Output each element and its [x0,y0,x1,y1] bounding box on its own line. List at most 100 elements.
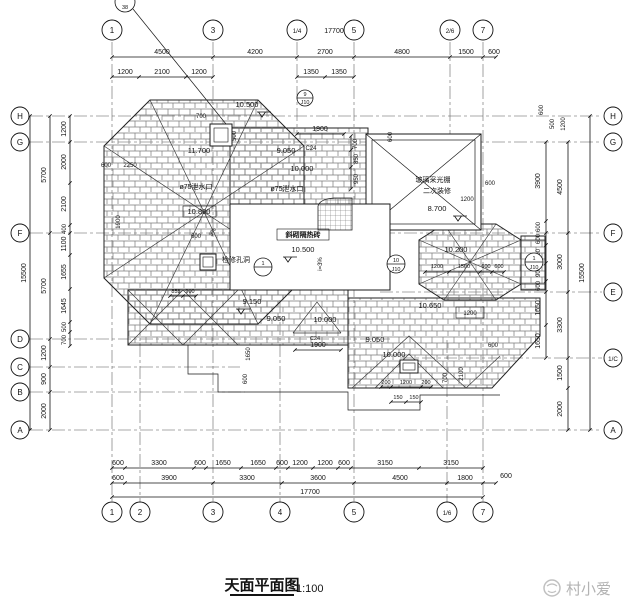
detail-bubble-label: 38 [122,5,128,11]
access-hatch-box [199,253,217,271]
note-label: ø75泄水口 [270,184,303,193]
dim-label: 4200 [247,49,263,56]
grid-bubble: G [10,132,30,152]
dim-label: 1200 [317,460,333,467]
dimension-lines [28,55,592,499]
grid-bubble-label: F [611,229,616,238]
dim-label: 3300 [557,317,564,333]
grid-bubble: 1/6 [436,501,458,523]
dim-label: 1900 [312,126,328,133]
note-label: C24 [310,336,320,342]
chimney [209,123,233,147]
dim-label: 500 [232,130,238,141]
grid-bubble: C [10,357,30,377]
level-label: 10.000 [383,350,406,359]
grid-bubble-label: D [17,335,23,344]
caption-scale: 1:100 [296,583,324,595]
dim-label: 600 [101,163,112,169]
grid-bubble: 4 [269,501,291,523]
dim-label: 1800 [457,475,473,482]
dim-label: 1500 [458,264,470,270]
grid-bubble: 1/C [603,348,623,368]
grid-bubble: E [603,282,623,302]
detail-bubble-9-j10: 9 J10 [296,89,314,107]
dim-label: 4500 [557,179,564,195]
vent-box [399,359,419,374]
grid-bubble-label: C [17,363,23,372]
dim-label: 600 [536,280,542,291]
dim-label: 900 [536,266,542,277]
grid-bubble-label: E [610,288,615,297]
detail-bubble-label: J10 [530,265,539,271]
dim-label: 900 [41,373,48,385]
dim-label: 1200 [460,197,474,203]
grid-bubble: B [10,382,30,402]
detail-bubble-label: J10 [301,100,310,106]
detail-bubble-label: 1 [261,261,264,267]
dim-label: 500 [62,321,68,332]
dim-label: 950 [354,173,360,184]
level-label: 9.050 [267,314,286,323]
dim-label: 150 [409,395,418,401]
dim-label: 600 [485,181,496,187]
dim-label: 600 [500,473,512,480]
dim-label: 600 [191,234,202,240]
dim-label: 600 [276,460,288,467]
dim-label: 900 [536,248,542,259]
dim-label: 600 [388,131,394,142]
ridge-lines [103,99,545,389]
dim-label: 600 [243,373,249,384]
grid-bubbles-top: 1 3 1/4 5 2/6 7 [101,19,494,41]
top-dimensions: 4500 4200 2700 4800 1500 600 1200 2100 1… [117,28,500,76]
grid-bubble-label: 1/C [608,356,618,363]
dim-label: 600 [488,49,500,56]
level-label: 11.700 [188,146,210,155]
note-label: 检修孔洞 [222,255,250,264]
dim-label: 5700 [41,278,48,294]
interior-labels: 10.500 700 500 11.700 9.050 C24 10.000 1… [101,100,504,401]
detail-bubble-10-j10: 10 J10 [386,254,406,274]
dim-label: 1645 [61,298,68,314]
grid-bubble: 7 [472,19,494,41]
dim-label: 2000 [41,403,48,419]
detail-bubble-label: 1 [532,256,535,262]
grid-bubble-label: 3 [211,508,216,517]
dim-label: 3150 [443,460,459,467]
detail-bubble-label: 10 [393,258,399,264]
level-label: 9.050 [366,335,385,344]
dim-label: 600 [481,264,490,270]
dim-label: 400 [62,223,68,234]
dim-label: 1900 [116,215,122,229]
dim-label: 600 [488,343,499,349]
grid-bubble: 5 [343,19,365,41]
dim-label: 600 [539,104,545,115]
grid-bubble-label: A [610,426,616,435]
dim-label: 1350 [303,69,319,76]
grid-bubble-label: G [610,138,616,147]
grid-bubble: H [10,106,30,126]
note-label: 斜砌隔热砖 [285,230,321,239]
level-label: 10.650 [419,301,442,310]
grid-bubble-label: B [17,388,22,397]
caption-underline [230,594,294,596]
dim-label: 700 [353,138,359,149]
grid-bubble: A [10,420,30,440]
grid-bubble: F [10,223,30,243]
detail-bubble-1-j10: 1 J10 [524,252,544,272]
grid-bubble-label: 1/6 [443,510,452,517]
grid-bubble: 1/4 [286,19,308,41]
level-label: 9.150 [243,297,262,306]
grid-bubble-label: F [18,229,23,238]
dim-label: 1100 [61,236,68,251]
dim-label: 1655 [61,264,68,280]
level-label: 9.050 [277,146,296,155]
dim-label: 1500 [557,365,564,381]
dim-label: 700 [443,372,449,383]
grid-bubble-label: H [17,112,23,121]
grid-bubble-label: H [610,112,616,121]
grid-bubble-label: A [17,426,23,435]
grid-bubble: 1 [101,19,123,41]
grid-bubble-label: 1 [110,508,115,517]
grid-bubble-label: 7 [481,508,486,517]
